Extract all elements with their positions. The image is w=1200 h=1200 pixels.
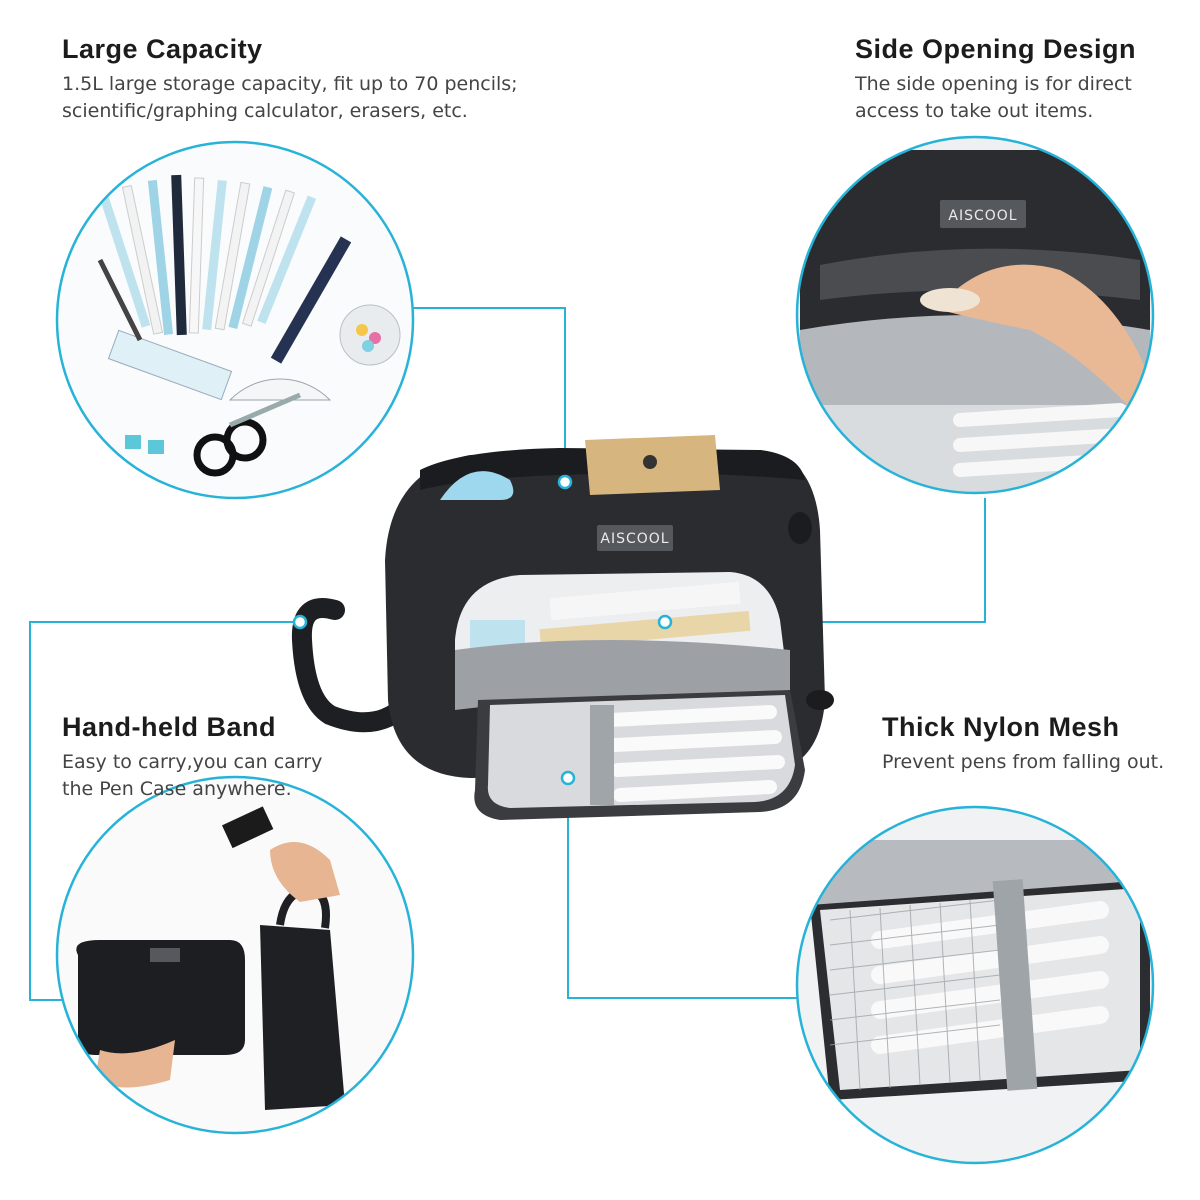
circle-stationery [55,140,415,500]
feature-hand-held: Hand-held Band Easy to carry,you can car… [62,712,322,803]
logo-side: AISCOOL [948,208,1017,224]
feature-desc-line: access to take out items. [855,100,1094,122]
circle-mesh [795,805,1155,1165]
feature-desc-line: the Pen Case anywhere. [62,778,292,800]
circle-side-opening: AISCOOL [795,135,1155,495]
connector-markers [292,474,673,786]
feature-desc-line: scientific/graphing calculator, erasers,… [62,100,468,122]
connector-mesh [567,778,800,999]
feature-desc-line: 1.5L large storage capacity, fit up to 7… [62,73,518,95]
logo-center: AISCOOL [600,531,669,547]
feature-title: Hand-held Band [62,712,276,742]
marker-mesh [560,770,576,786]
circle-hand-band [55,775,415,1135]
feature-desc-line: Easy to carry,you can carry [62,751,323,773]
marker-capacity [557,474,573,490]
feature-desc-line: Prevent pens from falling out. [882,751,1165,773]
connector-capacity [400,307,566,482]
feature-large-capacity: Large Capacity 1.5L large storage capaci… [62,34,518,125]
feature-desc-line: The side opening is for direct [855,73,1132,95]
feature-title: Thick Nylon Mesh [882,712,1120,742]
feature-title: Large Capacity [62,34,263,64]
pencils [98,174,352,364]
connector-hand-band [29,621,300,1001]
marker-hand-band [292,614,308,630]
feature-title: Side Opening Design [855,34,1137,64]
feature-nylon-mesh: Thick Nylon Mesh Prevent pens from falli… [882,712,1164,776]
pencil-case: AISCOOL [291,435,834,820]
feature-side-opening: Side Opening Design The side opening is … [855,34,1136,125]
marker-side-opening [657,614,673,630]
